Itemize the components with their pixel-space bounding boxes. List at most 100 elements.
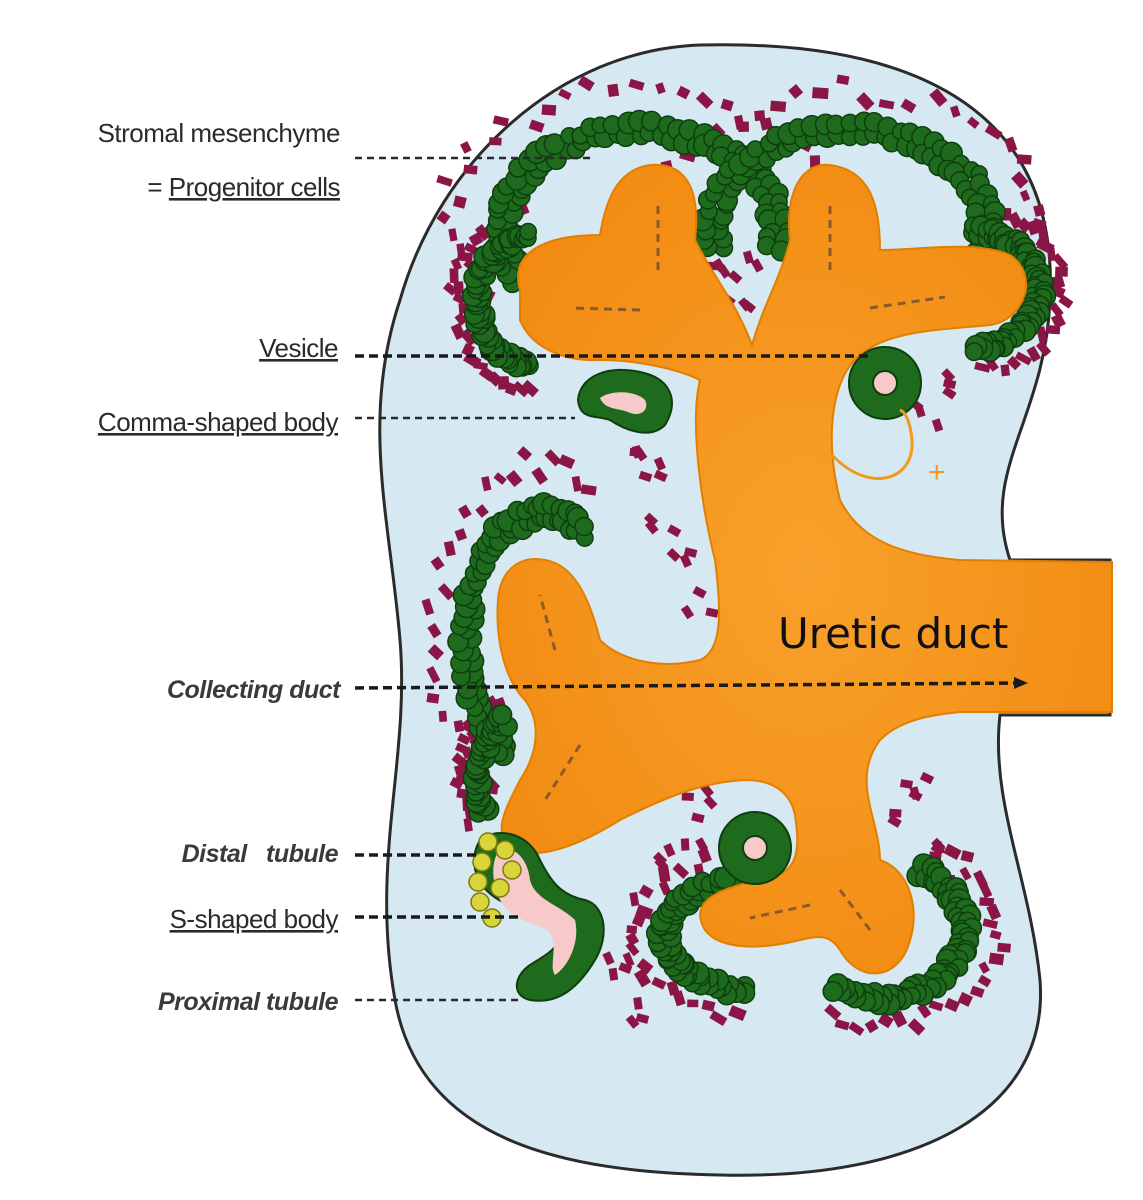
stromal-cell [625, 941, 640, 957]
progenitor-cap-cells [447, 109, 1057, 1016]
stromal-cell [426, 666, 441, 684]
stromal-cell [942, 386, 957, 400]
stromal-cell [728, 270, 743, 285]
stromal-cell [1050, 312, 1066, 329]
stromal-cell [997, 942, 1011, 953]
s-shaped-body [468, 831, 605, 1002]
distal-cell [478, 832, 498, 852]
stromal-cell [481, 476, 492, 492]
label-stromal-mesenchyme: Stromal mesenchyme [98, 118, 340, 148]
stromal-cell [960, 850, 975, 863]
stromal-cell [558, 454, 576, 470]
cap-cell [822, 980, 844, 1002]
stromal-cell [528, 119, 545, 133]
stromal-cell [979, 897, 995, 907]
stromal-cell [742, 250, 754, 265]
stromal-cell [449, 268, 459, 283]
stromal-cell [1004, 136, 1018, 153]
stromal-cell [607, 83, 620, 98]
cap-cell [519, 222, 538, 241]
stromal-cell [580, 484, 597, 496]
stromal-cell [602, 951, 615, 966]
stromal-cell [626, 925, 638, 934]
stromal-cell [864, 1019, 879, 1034]
stromal-cell [657, 865, 671, 883]
stromal-cell [633, 968, 652, 988]
stromal-cell [891, 1010, 908, 1028]
stromal-cell [531, 466, 548, 485]
stromal-cell [633, 996, 643, 1010]
stromal-cell [943, 843, 962, 861]
stromal-cell [1019, 189, 1031, 202]
vesicle-lower [718, 811, 792, 885]
stromal-cell [848, 1021, 865, 1037]
stromal-cell [577, 75, 595, 92]
stromal-cell [635, 1013, 650, 1024]
stromal-cell [492, 115, 510, 127]
stromal-cell [558, 88, 572, 101]
stromal-cell [877, 1012, 894, 1029]
stromal-cell [516, 446, 533, 462]
stromal-cell [709, 1010, 728, 1027]
stromal-cell [741, 299, 757, 314]
stromal-cell [1058, 294, 1074, 309]
stromal-cell [478, 365, 496, 382]
stromal-cell [701, 999, 716, 1012]
stromal-cell [977, 974, 992, 988]
stromal-cell [453, 720, 464, 733]
stromal-cell [909, 786, 921, 800]
stromal-cell [451, 752, 470, 770]
stromal-cell [812, 87, 829, 100]
distal-cell [472, 852, 492, 872]
stromal-cell [887, 814, 902, 828]
stromal-cell [1011, 171, 1029, 189]
stromal-cell [454, 528, 468, 542]
stromal-cell [959, 866, 972, 881]
stromal-cell [430, 556, 445, 571]
stromal-cell [759, 117, 773, 131]
stromal-cell [622, 951, 635, 968]
stromal-cell [1016, 217, 1033, 234]
distal-cell [490, 878, 510, 898]
stromal-cell [889, 808, 902, 818]
stromal-cell [770, 100, 787, 113]
vesicle [848, 346, 922, 420]
stromal-cell [754, 110, 766, 122]
stromal-cell [461, 342, 476, 358]
stromal-cell [448, 228, 458, 242]
label-collecting-duct: Collecting duct [167, 676, 342, 704]
cap-cell [491, 704, 513, 726]
stromal-cell [672, 862, 690, 879]
stromal-cell [505, 470, 523, 488]
stromal-cell [489, 137, 502, 146]
stromal-cell [1006, 355, 1022, 371]
stromal-cell [653, 469, 668, 483]
cap-cell [543, 133, 566, 155]
distal-cell [468, 872, 488, 892]
stromal-cell [705, 607, 719, 618]
stromal-cell [1026, 345, 1041, 363]
stromal-cell [738, 121, 749, 132]
stromal-cell [978, 961, 990, 974]
stromal-cell [651, 976, 667, 990]
stromal-cell [878, 99, 895, 110]
stromal-cell [666, 980, 680, 996]
stromal-cell [460, 141, 472, 154]
stromal-cell [907, 1018, 926, 1036]
stromal-cell [421, 598, 435, 616]
stromal-cell [1055, 266, 1068, 277]
stromal-cell [643, 512, 659, 527]
stromal-cell [631, 445, 643, 459]
stromal-cell [638, 884, 654, 899]
stromal-cell [628, 78, 645, 91]
stromal-cell [949, 105, 961, 118]
cap-cell [574, 516, 594, 537]
stromal-cell [836, 74, 850, 85]
stromal-cell [458, 504, 472, 519]
stromal-cell [618, 962, 633, 974]
stromal-cell [695, 91, 714, 110]
stromal-cell [544, 449, 562, 467]
stromal-cell [957, 991, 974, 1007]
distal-tubule-cells [468, 832, 522, 928]
